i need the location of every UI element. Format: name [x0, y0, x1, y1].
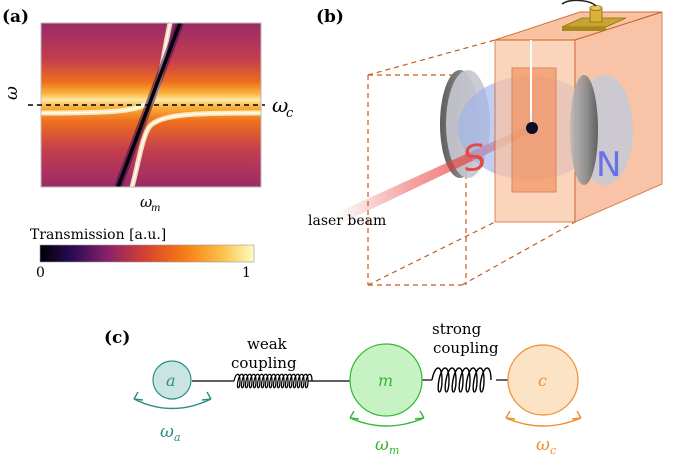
panel-b-label: (b)	[316, 7, 344, 27]
magnet-n	[570, 75, 633, 185]
svg-text:ω: ω	[140, 193, 152, 211]
strong-coupling-line1: strong	[432, 320, 482, 338]
svg-text:a: a	[174, 431, 181, 444]
colorbar: Transmission [a.u.] 0 1	[30, 227, 255, 281]
panel-c: (c) weak coupling strong coupling a ω a …	[104, 320, 582, 456]
svg-text:ω: ω	[272, 93, 288, 117]
colorbar-title: Transmission [a.u.]	[30, 227, 166, 243]
mode-c: c ω c	[505, 344, 582, 456]
laser-beam-label: laser beam	[308, 213, 386, 229]
mode-c-label: c	[538, 371, 547, 390]
connector	[561, 0, 627, 31]
freq-c-label: ω	[536, 435, 550, 455]
svg-text:m: m	[389, 444, 399, 456]
mode-a-arc	[133, 398, 212, 410]
weak-coupling-line1: weak	[247, 335, 288, 353]
panel-c-label: (c)	[104, 328, 130, 348]
colorbar-gradient	[39, 244, 255, 263]
strong-coupling-line2: coupling	[433, 339, 499, 357]
x-axis-label: ω m	[140, 193, 160, 214]
mode-m-arc	[349, 417, 425, 427]
colorbar-min-label: 0	[36, 265, 45, 281]
mode-m: m ω m	[349, 343, 425, 456]
magnet-s-letter: S	[463, 135, 486, 181]
freq-m-label: ω	[375, 435, 389, 455]
yig-sphere	[526, 122, 538, 134]
colorbar-max-label: 1	[242, 265, 251, 281]
weak-spring	[233, 373, 313, 389]
dashed-frame	[367, 39, 576, 286]
svg-text:c: c	[550, 444, 556, 456]
strong-spring	[431, 367, 492, 393]
svg-text:m: m	[151, 203, 160, 214]
mode-a-label: a	[166, 371, 176, 390]
panel-a: (a) ω ω c ω m	[2, 7, 294, 281]
y-axis-label: ω	[2, 86, 22, 100]
panel-b: (b)	[308, 0, 663, 286]
mode-m-label: m	[378, 371, 393, 390]
freq-a-label: ω	[160, 422, 174, 442]
omega-c-label: ω c	[272, 93, 294, 121]
weak-coupling-line2: coupling	[231, 354, 297, 372]
mode-c-arc	[505, 417, 582, 427]
transmission-map	[28, 22, 265, 188]
mode-a: a ω a	[133, 360, 212, 444]
panel-a-label: (a)	[2, 7, 29, 27]
magnet-n-letter: N	[596, 145, 621, 185]
svg-text:c: c	[286, 106, 294, 121]
